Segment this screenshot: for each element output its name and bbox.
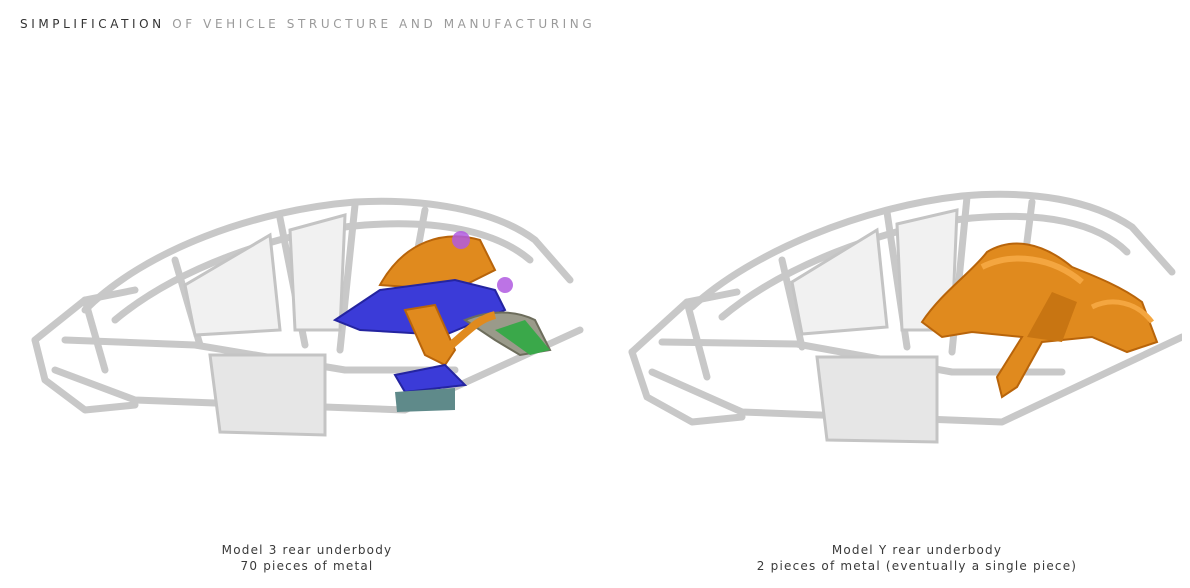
model-y-body-illustration — [622, 172, 1182, 472]
heading-strong: SIMPLIFICATION — [20, 17, 165, 31]
model-3-caption-subtitle: 70 pieces of metal — [240, 559, 374, 573]
model-y-caption: Model Y rear underbody 2 pieces of metal… — [697, 542, 1137, 574]
heading-light: OF VEHICLE STRUCTURE AND MANUFACTURING — [172, 17, 596, 31]
model-y-caption-subtitle: 2 pieces of metal (eventually a single p… — [756, 559, 1078, 573]
model-3-caption-title: Model 3 rear underbody — [221, 543, 393, 557]
model-3-body-illustration — [25, 170, 585, 470]
model-3-caption: Model 3 rear underbody 70 pieces of meta… — [87, 542, 527, 574]
model-y-caption-title: Model Y rear underbody — [831, 543, 1003, 557]
page-heading: SIMPLIFICATION OF VEHICLE STRUCTURE AND … — [20, 17, 595, 31]
